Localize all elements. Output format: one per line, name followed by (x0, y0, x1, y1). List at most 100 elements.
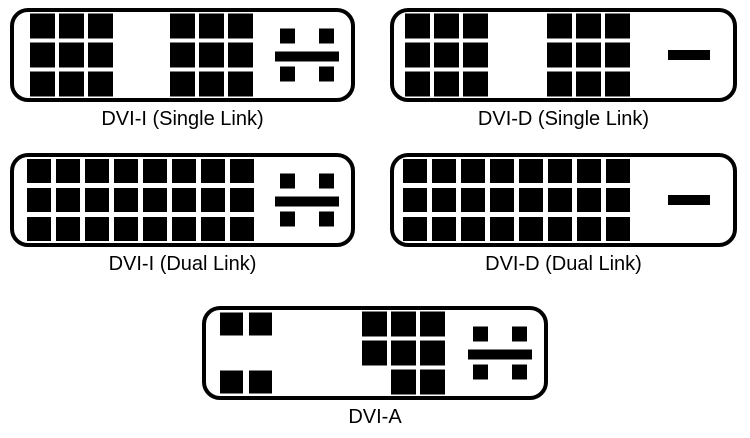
analog-ground-blade (275, 196, 339, 207)
pin-contact (576, 42, 601, 68)
pin-contact (362, 311, 387, 337)
analog-pin (319, 173, 334, 189)
connector-label: DVI-D (Dual Link) (485, 253, 642, 275)
pin-contact (547, 13, 572, 39)
pin-contact (143, 159, 167, 183)
connector-label: DVI-D (Single Link) (477, 108, 650, 130)
flat-blade-slot (657, 195, 721, 205)
pin-contact (249, 370, 272, 394)
pin-contact (30, 71, 55, 97)
connector-label: DVI-I (Single Link) (101, 108, 264, 130)
pin-grid (220, 312, 272, 394)
pin-contact (420, 340, 445, 366)
pin-contact (403, 217, 427, 241)
pin-contact (172, 217, 196, 241)
pin-contact (230, 159, 254, 183)
pin-contact (85, 188, 109, 212)
analog-pin (512, 326, 527, 342)
pin-contact (463, 71, 488, 97)
analog-pin (280, 173, 295, 189)
pin-contact (30, 13, 55, 39)
analog-pin-row (275, 173, 339, 189)
pin-slot-empty (362, 370, 387, 395)
pin-contact (56, 217, 80, 241)
pin-contact (220, 370, 243, 394)
pin-contact (230, 188, 254, 212)
figure-dvi-a: DVI-A (202, 306, 548, 429)
pin-contact (172, 159, 196, 183)
analog-pin-group (275, 28, 339, 82)
pin-contact (519, 159, 543, 183)
pin-contact (201, 217, 225, 241)
flat-ground-blade-pin (668, 195, 710, 205)
pin-grid (362, 311, 445, 395)
pin-contact (606, 188, 630, 212)
pin-contact (85, 217, 109, 241)
analog-pin (319, 66, 334, 82)
pin-contact (201, 159, 225, 183)
pin-contact (88, 13, 113, 39)
pin-contact (228, 42, 253, 68)
pin-slot-empty (220, 342, 243, 365)
pin-grid (547, 13, 630, 97)
pin-contact (606, 159, 630, 183)
pin-contact (403, 188, 427, 212)
analog-pin (280, 66, 295, 82)
connector-label: DVI-A (348, 406, 402, 428)
analog-ground-blade (275, 51, 339, 62)
pin-contact (362, 340, 387, 366)
pin-contact (59, 13, 84, 39)
pin-contact (577, 159, 601, 183)
pin-contact (56, 188, 80, 212)
analog-pin-row (275, 28, 339, 44)
pin-contact (199, 42, 224, 68)
pin-contact (405, 71, 430, 97)
pin-contact (547, 42, 572, 68)
pin-contact (490, 159, 514, 183)
flat-ground-blade-pin (668, 50, 710, 60)
pin-contact (432, 159, 456, 183)
pin-contact (230, 217, 254, 241)
pin-contact (432, 217, 456, 241)
analog-ground-blade (468, 349, 532, 360)
figure-dvi-i-single-link: DVI-I (Single Link) (10, 8, 355, 131)
pin-contact (577, 217, 601, 241)
pin-contact (548, 217, 572, 241)
analog-pin-row (468, 326, 532, 342)
pin-contact (605, 42, 630, 68)
pin-contact (577, 188, 601, 212)
pin-contact (432, 188, 456, 212)
pin-grid (170, 13, 253, 97)
pin-contact (547, 71, 572, 97)
pin-contact (420, 369, 445, 395)
figure-dvi-d-single-link: DVI-D (Single Link) (390, 8, 737, 131)
pin-contact (463, 13, 488, 39)
pin-contact (403, 159, 427, 183)
pin-contact (391, 369, 416, 395)
pin-contact (228, 13, 253, 39)
pin-contact (114, 217, 138, 241)
pin-contact (391, 311, 416, 337)
connector-outline (10, 8, 355, 102)
connector-label: DVI-I (Dual Link) (108, 253, 257, 275)
pin-contact (605, 13, 630, 39)
analog-pin (319, 28, 334, 44)
analog-pin (280, 211, 295, 227)
pin-contact (490, 217, 514, 241)
figure-dvi-d-dual-link: DVI-D (Dual Link) (390, 153, 737, 276)
pin-contact (199, 13, 224, 39)
pin-contact (143, 188, 167, 212)
pin-contact (605, 71, 630, 97)
connector-outline (202, 306, 548, 400)
connector-outline (10, 153, 355, 247)
pin-contact (170, 71, 195, 97)
pin-contact (463, 42, 488, 68)
flat-blade-slot (657, 50, 721, 60)
pin-contact (85, 159, 109, 183)
pin-grid (27, 159, 254, 241)
pin-contact (391, 340, 416, 366)
analog-pin (319, 211, 334, 227)
pin-grid (405, 13, 488, 97)
analog-pin (473, 364, 488, 380)
